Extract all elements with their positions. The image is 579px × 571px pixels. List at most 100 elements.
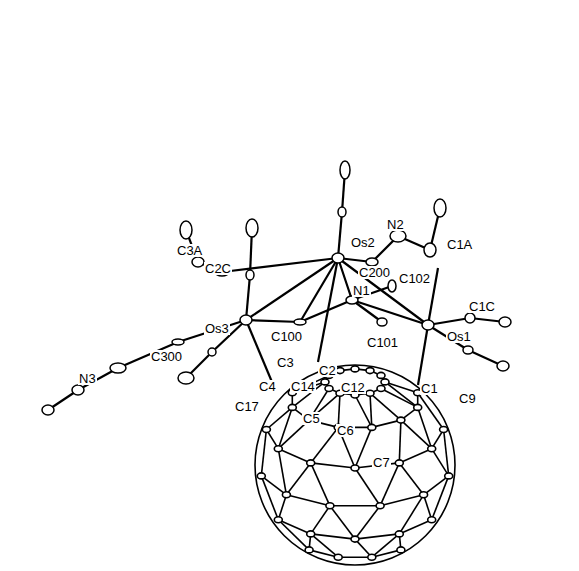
cage-atom <box>325 386 333 392</box>
atom-label: C3 <box>276 356 295 369</box>
cage-bond <box>311 506 330 534</box>
cage-atom <box>307 460 315 466</box>
cage-atom <box>381 379 389 385</box>
cage-atom <box>334 554 342 560</box>
cage-bond <box>385 382 418 408</box>
cage-bond <box>330 505 380 507</box>
cage-atom <box>428 446 436 452</box>
atom-label: C17 <box>234 400 260 413</box>
cage-bond <box>278 495 286 520</box>
cage-bond <box>355 506 380 539</box>
cage-atom <box>366 368 374 374</box>
cage-bond <box>418 393 444 430</box>
cage-outline <box>255 365 455 565</box>
fullerene-cage <box>255 365 455 565</box>
cage-bond <box>338 393 340 427</box>
cage-bond <box>380 495 424 506</box>
cage-atom <box>397 547 405 553</box>
cage-bond <box>311 427 339 463</box>
cage-bond <box>355 468 380 506</box>
cage-atom <box>420 492 428 498</box>
cage-bond <box>401 420 432 449</box>
cage-bond <box>444 430 449 476</box>
atom-label: C6 <box>336 424 355 437</box>
cage-atom <box>368 554 376 560</box>
cage-bond <box>399 420 401 463</box>
cage-atom <box>336 368 344 374</box>
cage-atom <box>366 390 374 396</box>
cage-bond <box>399 463 423 495</box>
atom-label: Os1 <box>446 330 472 343</box>
cage-bond <box>278 520 309 550</box>
atom-label: C4 <box>258 380 277 393</box>
atom-label: C14 <box>290 380 316 393</box>
cage-bond <box>370 393 372 427</box>
atom-label: C5 <box>302 412 321 425</box>
cage-bond <box>311 463 330 506</box>
atom-label: C3A <box>176 244 203 257</box>
atom-label: C7 <box>372 456 391 469</box>
cage-atom <box>445 473 453 479</box>
cage-atom <box>305 547 313 553</box>
cage-bond <box>380 463 399 506</box>
cage-atom <box>397 417 405 423</box>
cage-bond <box>399 449 431 463</box>
cage-bond <box>424 476 449 495</box>
cage-atom <box>395 531 403 537</box>
atom-label: C101 <box>366 336 399 349</box>
cage-atom <box>257 473 265 479</box>
cage-bond <box>278 407 292 448</box>
atom-label: C1A <box>446 238 473 251</box>
cage-atom <box>395 460 403 466</box>
cage-atom <box>288 404 296 410</box>
atom-label: C9 <box>458 392 477 405</box>
cage-atom <box>377 386 385 392</box>
atom-label: N3 <box>78 372 97 385</box>
cage-bond <box>286 463 310 495</box>
cage-atom <box>351 536 359 542</box>
cage-bond <box>311 463 355 468</box>
cage-bond <box>278 520 310 534</box>
cage-bond <box>261 430 266 476</box>
cage-atom <box>274 517 282 523</box>
atom-label: N1 <box>352 284 371 297</box>
cage-atom <box>428 517 436 523</box>
atom-label: C300 <box>150 350 183 363</box>
cage-bond <box>424 495 432 520</box>
cage-bond <box>278 449 286 495</box>
atom-label: C102 <box>398 272 431 285</box>
atom-label: C1C <box>468 300 496 313</box>
atom-label: C2C <box>204 262 232 275</box>
cage-bond <box>311 534 355 539</box>
cage-bond <box>338 556 372 558</box>
cage-atom <box>414 404 422 410</box>
cage-bond <box>385 382 418 393</box>
cage-atom <box>321 379 329 385</box>
cluster-bonds <box>48 170 505 410</box>
atom-label: C200 <box>358 266 391 279</box>
atom-ellipsoids <box>42 161 511 415</box>
cage-atom <box>307 531 315 537</box>
cage-bond <box>286 495 330 506</box>
cage-atom <box>326 503 334 509</box>
cage-bond <box>355 427 372 468</box>
cage-atom <box>351 366 359 372</box>
cage-bond <box>278 449 310 463</box>
cage-bond <box>261 476 286 495</box>
cage-atom <box>440 427 448 433</box>
cage-atom <box>274 446 282 452</box>
atom-label: Os3 <box>204 322 230 335</box>
atom-label: C100 <box>270 330 303 343</box>
cage-atom <box>282 492 290 498</box>
atom-label: C12 <box>340 381 366 394</box>
cage-atom <box>262 427 270 433</box>
cage-atom <box>368 424 376 430</box>
cage-bond <box>355 395 372 427</box>
atom-label: N2 <box>386 218 405 231</box>
atom-label: C1 <box>420 382 439 395</box>
cage-bond <box>330 506 355 539</box>
cage-atom <box>377 372 385 378</box>
cage-atom <box>376 503 384 509</box>
